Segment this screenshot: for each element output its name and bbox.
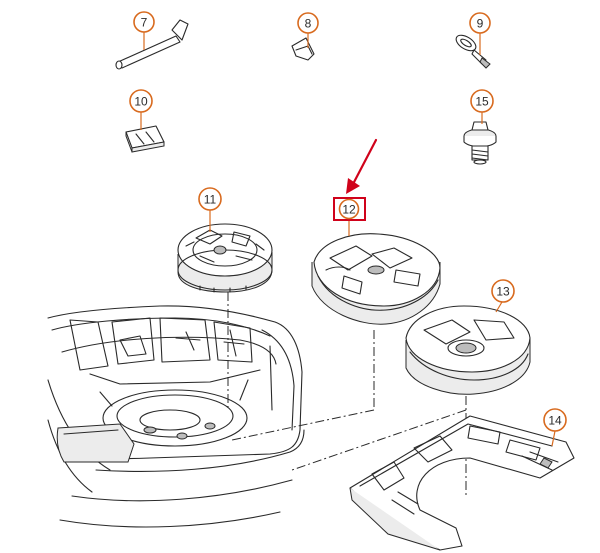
foam-insert-icon [311,233,441,325]
callout-15: 15 [470,89,494,113]
towing-eye-icon [455,34,491,69]
callout-label: 14 [548,414,562,428]
highlight-box [333,197,366,221]
callout-label: 7 [141,16,148,30]
callout-7: 7 [133,11,155,33]
car-trunk-icon [47,305,305,528]
spacer-icon [405,305,531,395]
callout-8: 8 [297,12,319,34]
clip-icon [291,37,315,61]
callout-label: 13 [496,285,510,299]
callout-label: 15 [475,95,489,109]
callout-13: 13 [491,279,515,303]
highlight-arrow-icon [346,138,378,194]
callout-label: 8 [305,17,312,31]
pad-icon [125,125,165,153]
tray-icon [349,415,575,551]
wheel-wrench-icon [115,19,189,70]
callout-9: 9 [469,12,491,34]
callout-label: 10 [134,95,148,109]
callout-10: 10 [129,89,153,113]
callout-label: 11 [204,193,217,207]
callout-14: 14 [543,408,567,432]
callout-12: 12 [333,197,366,221]
leader-lines [140,32,556,447]
callout-label: 9 [477,17,484,31]
retaining-bolt-icon [463,121,497,165]
callout-11: 11 [198,187,222,211]
callout-label: 12 [342,203,356,217]
tool-holder-icon [177,223,273,293]
